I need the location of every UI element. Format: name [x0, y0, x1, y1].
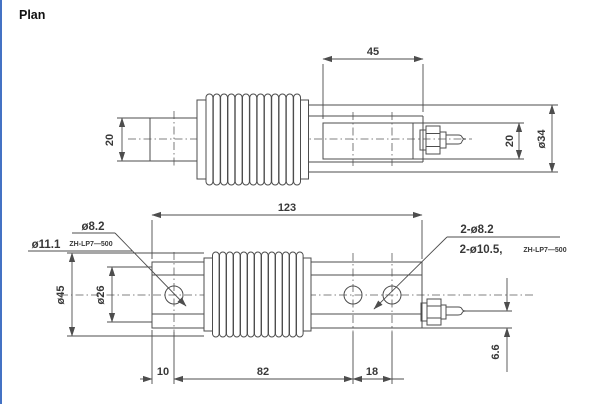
bellows-flange-left	[203, 257, 213, 332]
bellows-loop	[278, 93, 287, 186]
left-edge-line	[0, 0, 2, 404]
dim-label-dia-45: ø45	[55, 286, 67, 305]
bellows-loop	[271, 93, 280, 186]
label-underlines	[28, 232, 560, 252]
mounting-hole-right-1	[343, 285, 363, 305]
cable-plan	[422, 306, 512, 329]
page-title: Plan	[19, 8, 45, 22]
leader-right-holes	[373, 236, 448, 310]
dim-label-shaft-20: 20	[104, 134, 116, 146]
label-right-holes-dia: 2-ø8.2	[460, 224, 493, 236]
cable-side	[446, 134, 467, 145]
bellows-loop	[205, 93, 214, 186]
bellows-loop	[289, 251, 297, 338]
bellows-loop	[275, 251, 283, 338]
mounting-hole-left	[164, 285, 184, 305]
bellows-loop	[263, 93, 272, 186]
bellows-flange-right	[300, 99, 309, 180]
bellows-loop	[220, 93, 229, 186]
side-view: 45 20 20 ø34	[104, 46, 558, 186]
mounting-hole-right-2	[382, 285, 402, 305]
bellows-loop	[219, 251, 227, 338]
bellows-loop	[293, 93, 302, 186]
bellows-loop	[282, 251, 290, 338]
dim-label-45: 45	[367, 46, 379, 58]
bellows-loop	[212, 93, 221, 186]
bellows-loop	[256, 93, 265, 186]
dim-label-body-20: 20	[504, 135, 516, 147]
dim-label-82: 82	[257, 366, 269, 378]
label-right-holes-cbore: 2-ø10.5,	[460, 244, 503, 256]
bellows-loop	[240, 251, 248, 338]
bellows-flange-right	[302, 257, 312, 332]
bellows-side	[196, 93, 309, 186]
bellows-loop	[285, 93, 294, 186]
label-left-hole-cbore: ø11.1	[32, 239, 61, 251]
bellows-loop	[261, 251, 269, 338]
side-view-extension-lines	[117, 64, 524, 162]
label-left-hole-dia: ø8.2	[81, 221, 104, 233]
bellows-flange-left	[196, 99, 207, 180]
bellows-loop	[233, 251, 241, 338]
dim-label-dia-34: ø34	[536, 129, 548, 149]
bellows-loop	[247, 251, 255, 338]
dim-label-dia-26: ø26	[95, 286, 107, 305]
label-left-hole-model: ZH-LP7—500	[69, 241, 112, 248]
cable-gland-side	[419, 125, 447, 155]
bellows-loop	[249, 93, 258, 186]
bellows-loop	[226, 251, 234, 338]
plan-view-extension-lines	[67, 220, 423, 384]
bellows-loop	[212, 251, 220, 338]
bellows-loop	[254, 251, 262, 338]
dim-label-18: 18	[366, 366, 378, 378]
bellows-loop	[242, 93, 250, 186]
dim-label-10: 10	[157, 366, 169, 378]
plan-view: 123 ø8.2 ø11.1 ZH-LP7—500 2-ø8.2 2-ø10.5…	[28, 202, 567, 384]
bellows-plan	[203, 251, 312, 338]
bellows-loop	[234, 93, 243, 186]
bellows-loop	[296, 251, 304, 338]
dim-label-6-6: 6.6	[490, 344, 502, 359]
leader-left-hole	[114, 232, 187, 307]
cable-gland-plan	[420, 298, 447, 326]
bellows-loop	[227, 93, 236, 186]
bellows-loop	[268, 251, 276, 338]
dim-label-123: 123	[278, 202, 296, 214]
label-right-holes-model: ZH-LP7—500	[523, 247, 566, 254]
